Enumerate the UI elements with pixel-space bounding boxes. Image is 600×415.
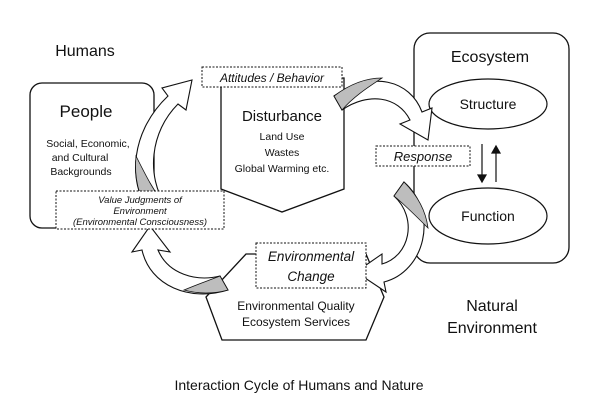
cycle-arrow-top-shade [333,77,384,111]
diagram-caption: Interaction Cycle of Humans and Nature [174,377,423,393]
cycle-arrow-change-to-value [130,225,229,295]
attitudes-behavior-label: Attitudes / Behavior [219,71,325,85]
environmental-change-box: Environmental Change [255,242,367,289]
environment-line-1: Environmental Quality [237,299,354,313]
disturbance-shape: Disturbance Land Use Wastes Global Warmi… [220,77,345,213]
disturbance-line-3: Global Warming etc. [235,163,330,175]
disturbance-line-1: Land Use [260,131,305,143]
people-line-1: Social, Economic, [46,138,129,150]
value-judgments-line-1: Value Judgments of [98,195,183,206]
disturbance-title: Disturbance [242,108,322,125]
natural-environment-line-1: Natural [466,298,518,315]
people-line-3: Backgrounds [50,166,111,178]
ecosystem-box: Ecosystem Structure Function [413,32,570,264]
value-judgments-line-2: Environment [113,206,167,217]
structure-function-arrows [476,144,502,184]
structure-label: Structure [460,96,517,112]
disturbance-line-2: Wastes [265,147,300,159]
value-judgments-line-3: (Environmental Consciousness) [73,217,207,228]
function-ellipse [428,187,548,245]
attitudes-behavior-box: Attitudes / Behavior [201,66,343,88]
function-label: Function [461,208,515,224]
natural-environment-line-2: Environment [447,320,537,337]
ecosystem-title: Ecosystem [451,49,529,66]
people-title: People [60,102,113,121]
humans-label: Humans [55,43,115,60]
environmental-change-line-2: Change [287,269,334,284]
response-label: Response [394,149,453,164]
value-judgments-box: Value Judgments of Environment (Environm… [55,190,225,230]
environment-line-2: Ecosystem Services [242,315,350,329]
response-box: Response [375,145,471,167]
cycle-arrow-bottom-shade [182,275,229,294]
environmental-change-line-1: Environmental [268,249,355,264]
structure-ellipse [428,78,548,130]
cycle-arrow-right-shade [393,181,429,230]
people-line-2: and Cultural [52,152,109,164]
